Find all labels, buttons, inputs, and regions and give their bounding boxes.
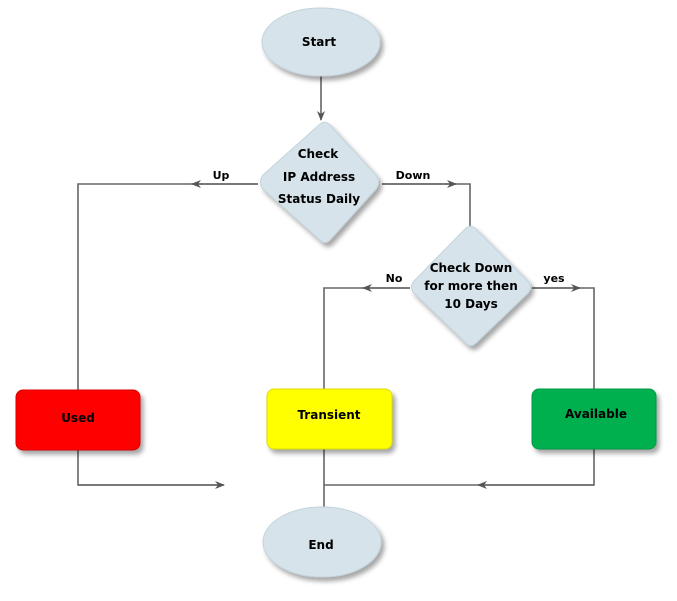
check-down-decision: Check Down for more then 10 Days <box>411 225 531 346</box>
connector-used-to-merge <box>77 450 222 486</box>
check-down-line-3: 10 Days <box>444 297 498 311</box>
start-node: Start <box>261 7 381 77</box>
check-ip-decision: Check IP Address Status Daily <box>260 121 379 243</box>
end-label: End <box>308 538 333 552</box>
connector-up-to-used <box>77 183 258 390</box>
edge-label-no: No <box>386 272 403 285</box>
end-node: End <box>262 506 382 578</box>
check-down-line-1: Check Down <box>430 261 513 275</box>
check-ip-line-1: Check <box>298 147 340 161</box>
used-label: Used <box>61 411 95 425</box>
edge-label-down: Down <box>396 169 431 182</box>
connectors <box>77 76 595 508</box>
connector-no-to-transient <box>323 287 410 389</box>
connector-down-to-checkdown <box>382 183 471 227</box>
available-node: Available <box>531 388 657 450</box>
transient-node: Transient <box>266 388 393 450</box>
connector-available-to-merge <box>324 449 595 486</box>
edge-label-yes: yes <box>543 272 565 285</box>
check-ip-line-3: Status Daily <box>278 192 360 206</box>
start-label: Start <box>302 35 336 49</box>
edge-label-up: Up <box>213 169 230 182</box>
used-node: Used <box>15 389 141 451</box>
check-ip-line-2: IP Address <box>283 170 355 184</box>
connector-yes-to-available <box>532 287 595 389</box>
available-label: Available <box>565 407 627 421</box>
transient-label: Transient <box>297 408 360 422</box>
check-down-line-2: for more then <box>424 279 518 293</box>
